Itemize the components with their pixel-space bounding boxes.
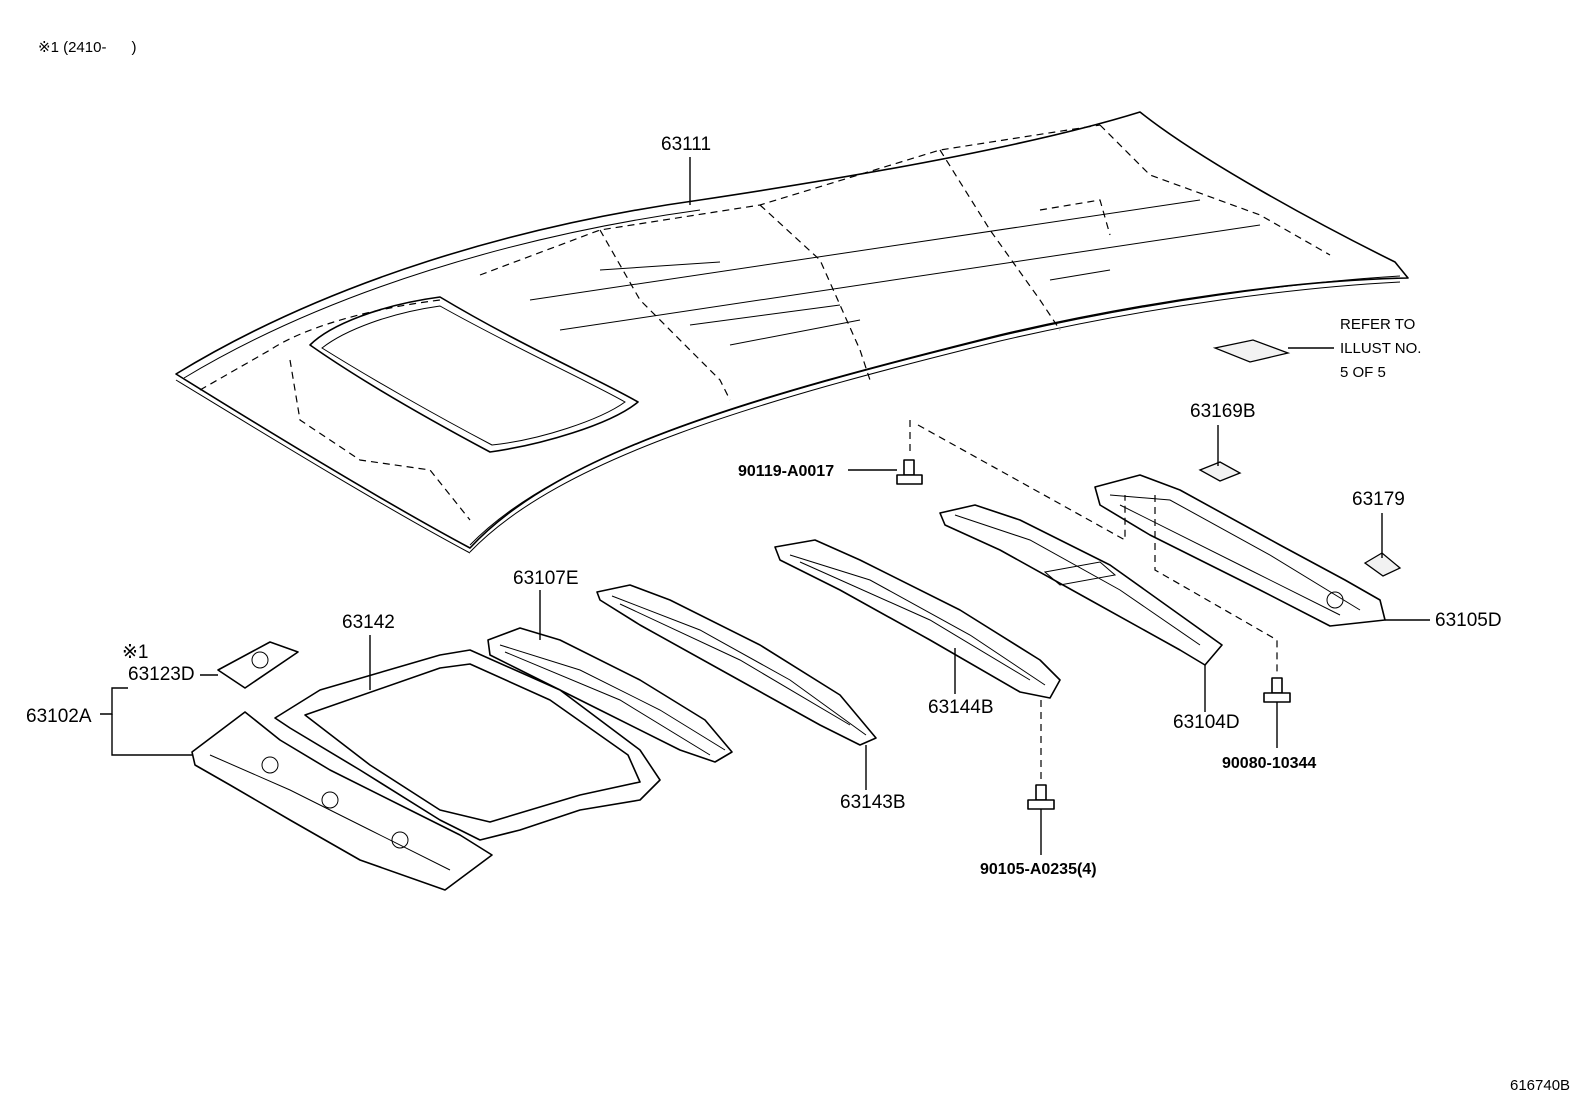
pad-63169b [1198,425,1242,482]
label-bolt-90119: 90119-A0017 [738,463,834,480]
leader-header-assy-a [100,687,128,715]
label-bracket-63123d: 63123D [128,664,195,685]
label-header-assy: 63102A [26,706,92,727]
label-pad-63169b: 63169B [1190,401,1256,422]
label-roof-panel: 63111 [661,134,711,155]
label-bracket-63123d-note: ※1 [122,642,149,663]
label-reinf-63107e: 63107E [513,568,579,589]
leader-header-assy-b [111,714,192,756]
label-pad-63179: 63179 [1352,489,1405,510]
label-bow-63144b: 63144B [928,697,994,718]
label-sunroof-frame: 63142 [342,612,395,633]
header-assy-63102a [191,711,493,891]
roof-panel [175,111,1409,554]
refer-note-line-1: REFER TO [1340,316,1415,333]
sunroof-frame-63142 [274,649,661,841]
header-note: ※1 (2410- ) [38,39,136,56]
bow-63144b [774,539,1061,699]
bolt-90119 [848,459,923,485]
bow-63104d [939,504,1223,666]
label-bow-63143b: 63143B [840,792,906,813]
bolt-90080 [1263,677,1291,748]
bracket-63123d [217,641,299,689]
label-bow-63105d: 63105D [1435,610,1502,631]
bolt-90105 [1027,784,1055,855]
footer-code: 616740B [1510,1077,1570,1094]
assembly-lines [909,420,1278,782]
bow-63143b [596,584,877,746]
label-bolt-90080: 90080-10344 [1222,755,1316,772]
refer-pad [1212,339,1334,363]
label-bow-63104d: 63104D [1173,712,1240,733]
reinf-63107e [487,627,733,763]
bow-63105d [1094,474,1386,627]
refer-note-line-3: 5 OF 5 [1340,364,1386,381]
pad-63179 [1363,513,1402,577]
label-bolt-90105: 90105-A0235(4) [980,861,1097,878]
refer-note-line-2: ILLUST NO. [1340,340,1421,357]
